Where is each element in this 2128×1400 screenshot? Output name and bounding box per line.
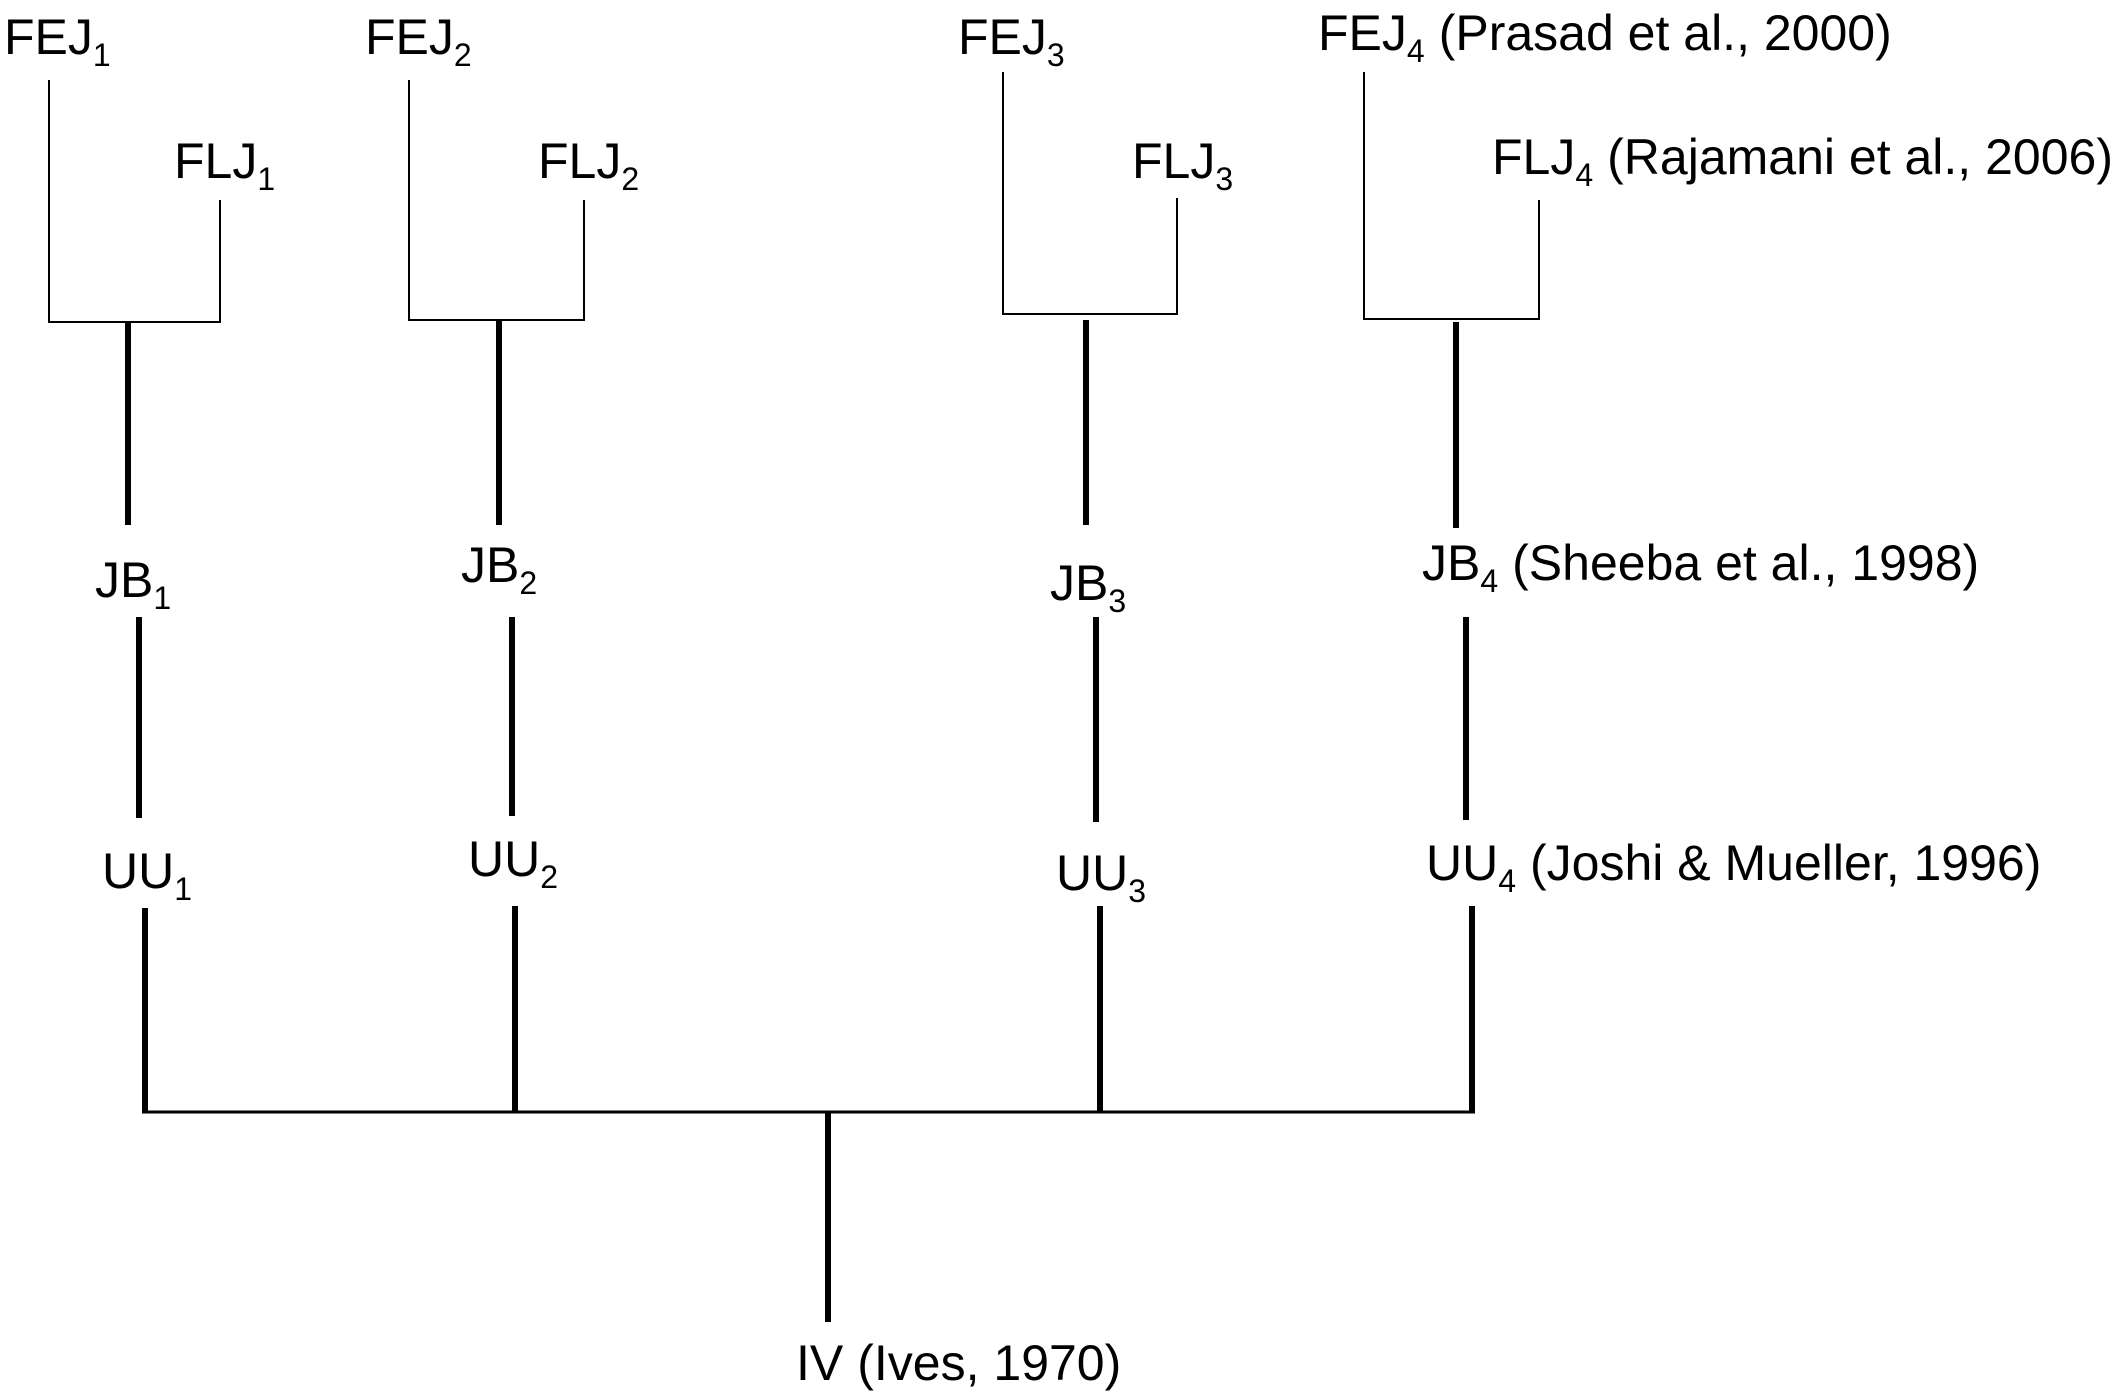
node-jb3-label: JB xyxy=(1050,555,1109,611)
node-flj1-subscript: 1 xyxy=(257,161,276,197)
node-jb4-citation: (Sheeba et al., 1998) xyxy=(1512,535,1980,591)
node-uu4-citation: (Joshi & Mueller, 1996) xyxy=(1530,835,2042,891)
node-jb3-subscript: 3 xyxy=(1108,583,1127,619)
node-flj2-label: FLJ xyxy=(538,133,622,189)
node-iv-citation: (Ives, 1970) xyxy=(857,1335,1122,1391)
node-jb1: JB1 xyxy=(95,552,171,616)
node-uu3-subscript: 3 xyxy=(1128,873,1147,909)
node-flj2: FLJ2 xyxy=(538,133,639,197)
node-jb2-label: JB xyxy=(461,537,520,593)
node-fej4-label: FEJ xyxy=(1318,5,1407,61)
node-fej3: FEJ3 xyxy=(958,9,1065,73)
node-uu1-subscript: 1 xyxy=(174,871,193,907)
node-uu3: UU3 xyxy=(1056,845,1146,909)
node-fej4: FEJ4 (Prasad et al., 2000) xyxy=(1318,5,1892,69)
node-flj1: FLJ1 xyxy=(174,133,275,197)
node-jb4: JB4 (Sheeba et al., 1998) xyxy=(1422,535,1980,599)
node-flj3-subscript: 3 xyxy=(1215,161,1234,197)
node-uu4-label: UU xyxy=(1426,835,1499,891)
node-fej1: FEJ1 xyxy=(4,9,111,73)
node-flj3-label: FLJ xyxy=(1132,133,1216,189)
node-uu4: UU4 (Joshi & Mueller, 1996) xyxy=(1426,835,2042,899)
node-uu2-label: UU xyxy=(468,831,541,887)
node-uu4-subscript: 4 xyxy=(1498,863,1517,899)
node-fej4-citation: (Prasad et al., 2000) xyxy=(1438,5,1892,61)
node-fej2-subscript: 2 xyxy=(453,37,472,73)
node-jb2-subscript: 2 xyxy=(519,565,538,601)
node-fej3-label: FEJ xyxy=(958,9,1047,65)
node-flj4-subscript: 4 xyxy=(1575,157,1594,193)
node-flj4: FLJ4 (Rajamani et al., 2006) xyxy=(1492,129,2113,193)
node-uu3-label: UU xyxy=(1056,845,1129,901)
node-uu1: UU1 xyxy=(102,843,192,907)
node-fej1-label: FEJ xyxy=(4,9,93,65)
node-uu2: UU2 xyxy=(468,831,558,895)
node-jb3: JB3 xyxy=(1050,555,1126,619)
node-fej1-subscript: 1 xyxy=(92,37,111,73)
node-jb2: JB2 xyxy=(461,537,537,601)
node-uu1-label: UU xyxy=(102,843,175,899)
node-flj3: FLJ3 xyxy=(1132,133,1233,197)
node-jb4-subscript: 4 xyxy=(1480,563,1499,599)
node-fej2: FEJ2 xyxy=(365,9,472,73)
node-iv-label: IV xyxy=(796,1335,844,1391)
node-jb1-subscript: 1 xyxy=(153,580,172,616)
node-fej2-label: FEJ xyxy=(365,9,454,65)
node-flj1-label: FLJ xyxy=(174,133,258,189)
node-uu2-subscript: 2 xyxy=(540,859,559,895)
node-fej4-subscript: 4 xyxy=(1406,33,1425,69)
node-flj2-subscript: 2 xyxy=(621,161,640,197)
node-jb4-label: JB xyxy=(1422,535,1481,591)
node-flj4-label: FLJ xyxy=(1492,129,1576,185)
node-iv: IV(Ives, 1970) xyxy=(796,1338,1121,1388)
node-fej3-subscript: 3 xyxy=(1046,37,1065,73)
node-flj4-citation: (Rajamani et al., 2006) xyxy=(1607,129,2113,185)
node-jb1-label: JB xyxy=(95,552,154,608)
